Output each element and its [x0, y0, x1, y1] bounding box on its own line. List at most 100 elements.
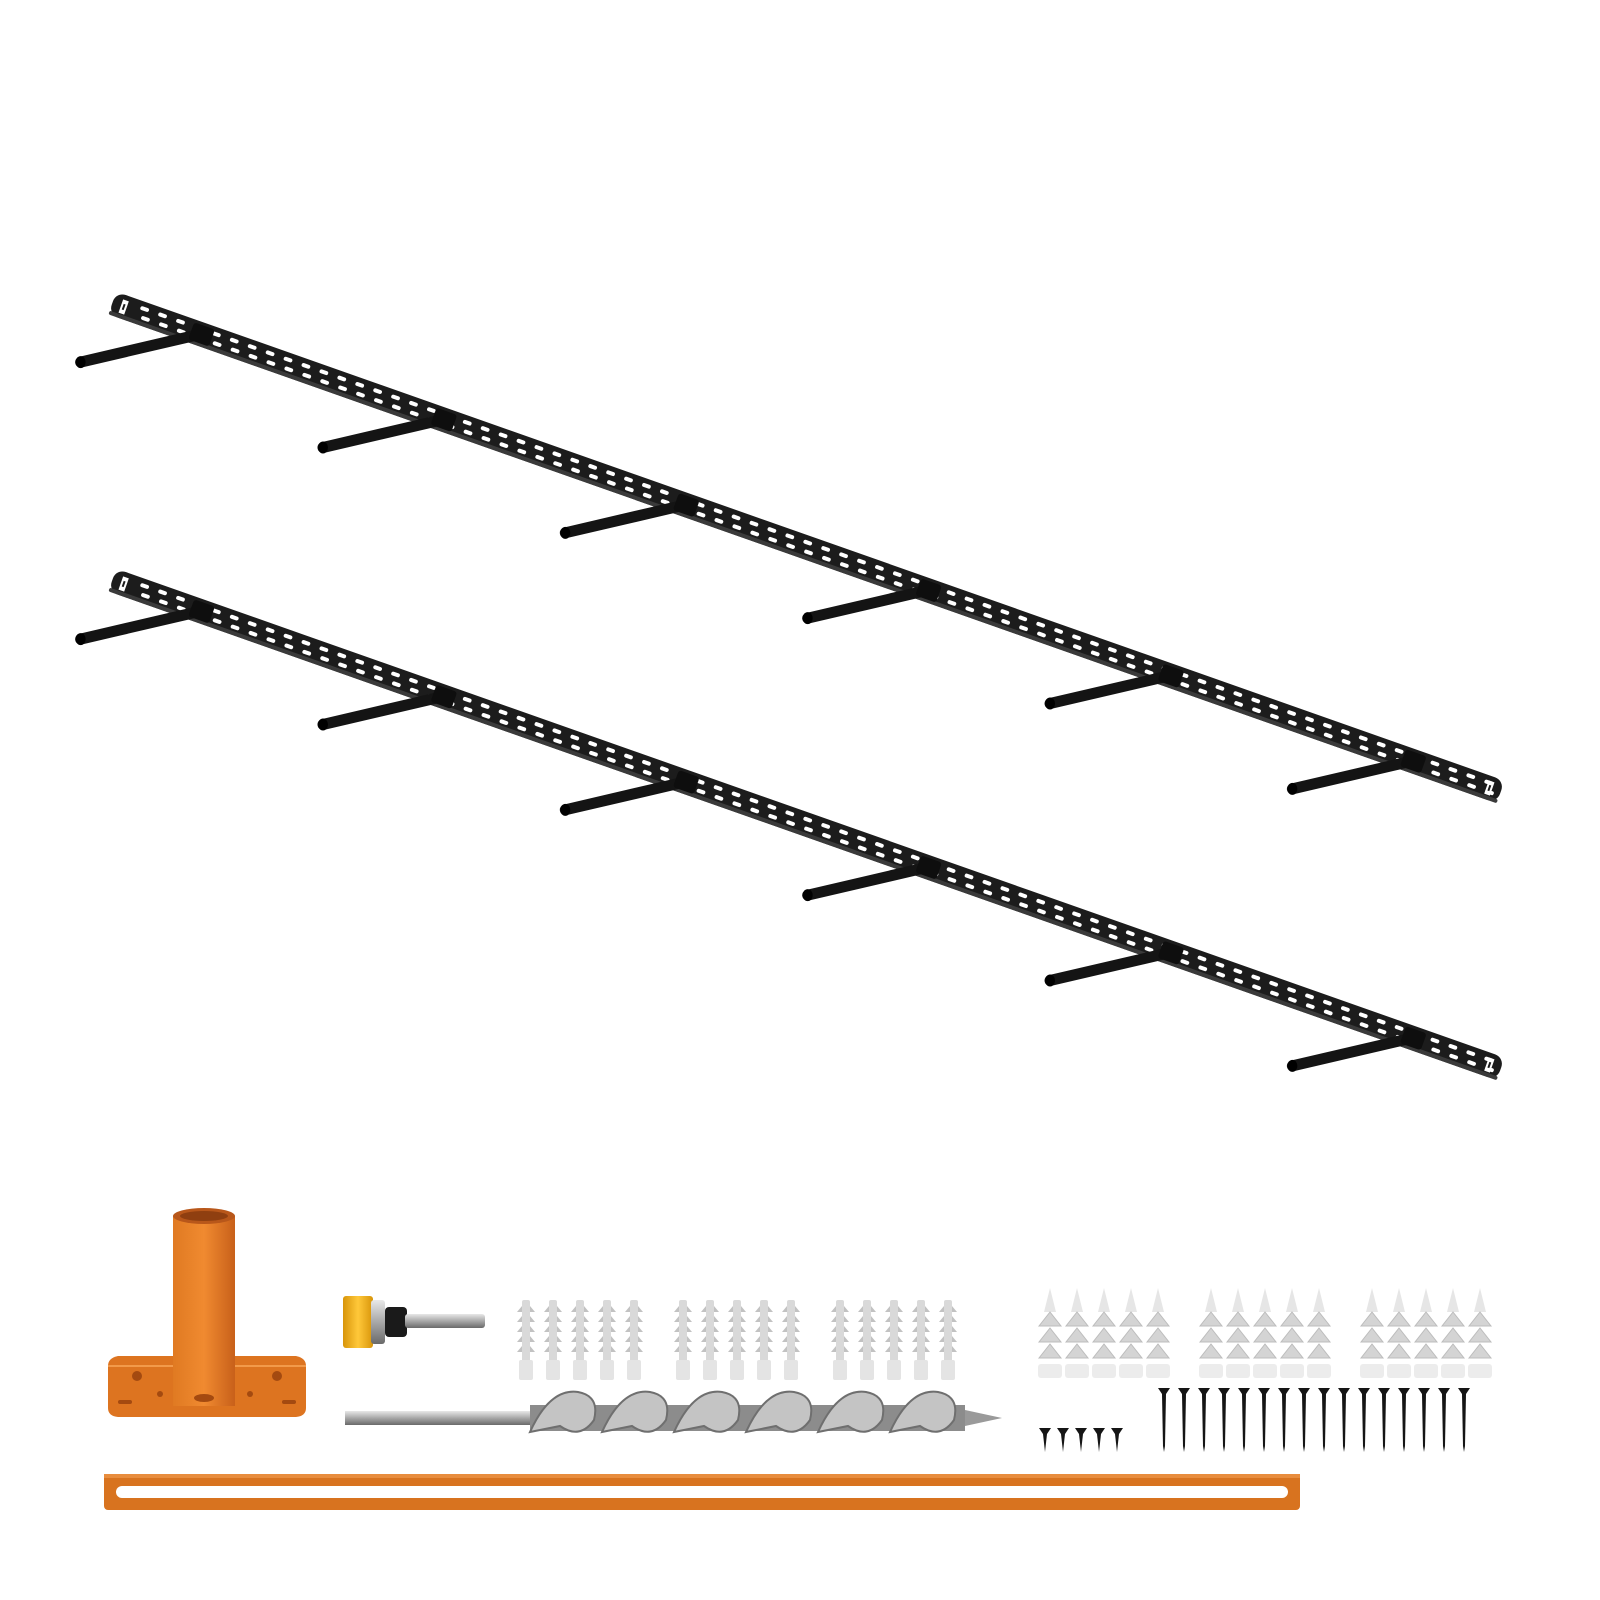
- rail-slot: [1144, 669, 1154, 676]
- rail-slot: [1108, 924, 1117, 930]
- rail-slot: [642, 492, 652, 499]
- rail-slot: [1341, 738, 1351, 745]
- rail-slot: [982, 879, 992, 886]
- long-screw: [1198, 1388, 1210, 1452]
- rail-slot: [248, 353, 258, 360]
- rail-slot: [857, 558, 866, 565]
- rail-slot: [589, 750, 598, 757]
- short-screws: [1039, 1428, 1123, 1452]
- rail-slot: [158, 589, 167, 596]
- rail-slot: [1037, 908, 1046, 915]
- rail-slot: [229, 337, 239, 344]
- rail-slot: [552, 451, 562, 458]
- rod-end: [1045, 974, 1056, 987]
- rail-slot: [713, 508, 723, 514]
- rail-slot: [1251, 697, 1261, 704]
- rail-slot: [283, 356, 293, 363]
- rod-weld: [1400, 749, 1426, 773]
- drywall-anchor: [1037, 1288, 1063, 1378]
- rail-slot: [1340, 1006, 1350, 1012]
- rod-end: [1045, 697, 1056, 710]
- rail-slot: [1180, 682, 1190, 688]
- long-screw: [1298, 1388, 1310, 1452]
- support-rod: [802, 584, 934, 624]
- rail-slot: [822, 832, 831, 839]
- rail-slot: [1054, 905, 1063, 911]
- bracket-rail-lower: [75, 571, 1502, 1080]
- rail-slot: [768, 536, 778, 543]
- auger-flute: [528, 1390, 597, 1434]
- rail-slot: [1072, 644, 1082, 650]
- rail-slot: [588, 464, 598, 470]
- rail-slot: [660, 499, 670, 505]
- rail-slot: [964, 596, 974, 603]
- rail-slot: [946, 867, 956, 873]
- rail-slot: [642, 482, 651, 489]
- rail-slot: [767, 527, 777, 533]
- rail-slot: [857, 568, 867, 575]
- rail-slot: [1358, 735, 1368, 742]
- rail-slot: [355, 382, 365, 388]
- rail-slot: [570, 457, 580, 464]
- rail-slot: [1019, 625, 1028, 632]
- rail-slot: [589, 473, 598, 480]
- rail-slot: [714, 795, 724, 801]
- rail-slot: [803, 816, 813, 823]
- rail-slot: [1108, 656, 1118, 663]
- rail-slot: [1036, 621, 1046, 628]
- rail-slot: [1269, 703, 1279, 710]
- rail-slot: [1305, 726, 1315, 733]
- rail-slot: [356, 668, 365, 675]
- rail-slot: [606, 747, 615, 754]
- rail-slot: [1270, 990, 1279, 997]
- rail-slot: [265, 627, 275, 634]
- rail-slot: [158, 312, 167, 319]
- rail-slot: [1287, 987, 1296, 993]
- wall-anchor: [939, 1300, 957, 1380]
- rail-slot: [857, 845, 867, 852]
- rail-slot: [1323, 722, 1332, 729]
- rail-slot: [498, 709, 508, 716]
- rail-slot: [374, 398, 383, 404]
- rail-slot: [1198, 965, 1208, 972]
- rail-slot: [480, 426, 490, 432]
- auger-flute: [600, 1390, 669, 1434]
- rail-slot: [552, 728, 562, 735]
- rail-slot: [391, 681, 401, 688]
- rail-slot: [499, 442, 509, 448]
- drywall-anchor: [1064, 1288, 1090, 1378]
- rail-plate: [111, 571, 1502, 1078]
- rail-slot: [1448, 1044, 1458, 1050]
- wall-anchor: [571, 1300, 589, 1380]
- rail-slot: [803, 539, 813, 546]
- rail-slot: [1305, 993, 1314, 1000]
- rail-slot: [1108, 933, 1118, 940]
- rail-slot: [284, 366, 294, 373]
- rail-slot: [571, 744, 580, 751]
- rail-slot: [965, 883, 975, 890]
- rail-slot: [822, 555, 831, 562]
- wall-anchor: [598, 1300, 616, 1380]
- rail-slot: [839, 829, 848, 836]
- rail-slot: [409, 687, 419, 694]
- rail-slot: [373, 665, 382, 671]
- rail-slot: [1090, 927, 1100, 934]
- rail-slot: [553, 738, 562, 744]
- rail-slot: [1000, 609, 1010, 615]
- rail-slot: [265, 350, 275, 357]
- rail-slot: [247, 344, 257, 350]
- rail-slot: [839, 552, 848, 559]
- rail-slot: [409, 400, 418, 407]
- rail-slot: [749, 520, 759, 527]
- long-screw: [1258, 1388, 1270, 1452]
- rail-slot: [732, 524, 742, 531]
- rail-slot: [1377, 751, 1387, 758]
- rail-slot: [875, 565, 884, 571]
- rail-slot: [696, 788, 706, 795]
- rail-slot: [1270, 713, 1279, 720]
- short-screw: [1111, 1428, 1123, 1452]
- short-screw: [1093, 1428, 1105, 1452]
- rail-slot: [1126, 663, 1136, 669]
- rail-slot: [910, 854, 920, 861]
- rail-slot: [284, 643, 294, 650]
